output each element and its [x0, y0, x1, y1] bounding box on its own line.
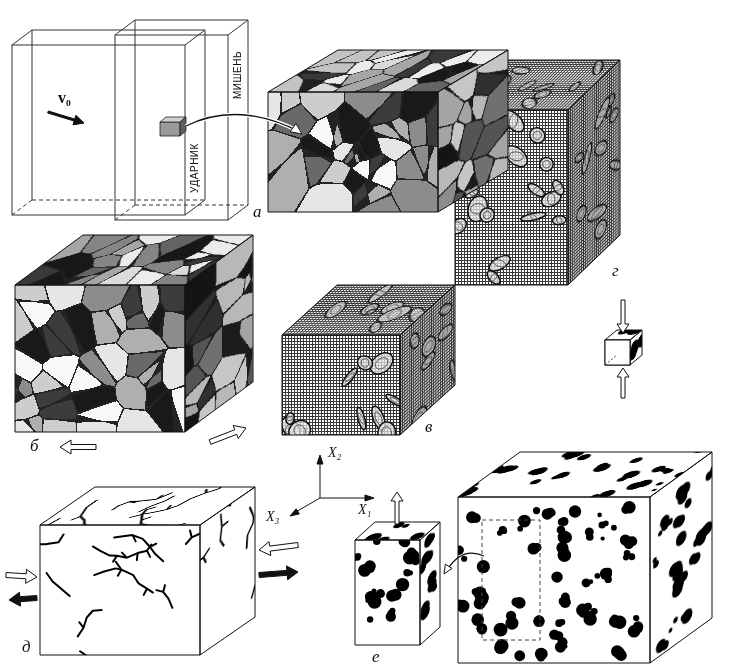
arrow-head: [365, 495, 374, 501]
cube-edge: [400, 285, 455, 435]
icon-face: [605, 340, 630, 365]
axis-label: X₂: [328, 446, 341, 460]
plate-edge: [228, 20, 248, 35]
plate-edge: [32, 30, 205, 200]
plate-edge: [12, 45, 185, 215]
plate-edge: [12, 30, 32, 45]
load-arrow: [391, 492, 403, 524]
plate-edge: [185, 30, 205, 45]
texture-face: [268, 92, 438, 212]
hidden-edge: [12, 200, 32, 215]
cube-edge: [268, 50, 508, 92]
plate-edge: [228, 205, 248, 220]
panel-letter: в: [425, 418, 432, 435]
hidden-edge: [605, 355, 617, 365]
cube-edge: [605, 340, 630, 365]
sample-block: [180, 117, 186, 136]
axis-line: [320, 498, 370, 499]
load-arrow: [60, 440, 96, 454]
hidden-edge: [115, 205, 135, 220]
zoom-curve: [186, 115, 300, 132]
panel-letter: е: [372, 648, 380, 665]
panel-letter: б: [30, 437, 39, 454]
panel-letter: д: [22, 638, 31, 655]
axis-label: X₁: [358, 503, 371, 517]
cube-edge: [268, 92, 438, 212]
load-arrow: [259, 542, 298, 556]
panel-letter: г: [612, 262, 619, 279]
plate-edge: [185, 200, 205, 215]
cube-edge: [458, 452, 712, 497]
texture-face: [15, 285, 185, 432]
zoom-curve: [447, 553, 484, 570]
arrow-head: [317, 455, 323, 464]
hidden-edge: [135, 205, 248, 206]
cube-edge: [200, 487, 255, 655]
sample-block: [160, 122, 180, 136]
panel-letter: а: [253, 203, 262, 220]
velocity-label: v₀: [58, 90, 71, 106]
load-arrow: [6, 569, 37, 583]
load-arrow: [259, 566, 298, 580]
cube-edge: [420, 522, 440, 645]
plate-label: УДАРНИК: [190, 143, 200, 193]
cube-edge: [40, 525, 200, 655]
cube-edge: [355, 540, 420, 645]
cube-edge: [282, 335, 400, 435]
arrow-head: [444, 564, 452, 574]
cube-edge: [568, 60, 620, 285]
texture-face: [40, 525, 200, 655]
cut-outline: [482, 520, 540, 640]
cube-edge: [282, 285, 455, 335]
plate-edge: [115, 20, 135, 35]
texture-face: [282, 335, 400, 435]
plate-edge: [115, 35, 228, 220]
plate-edge: [135, 20, 248, 205]
load-arrow: [617, 368, 629, 398]
cube-edge: [650, 452, 712, 663]
load-arrow: [617, 300, 629, 333]
texture-face: [420, 522, 440, 645]
cube-edge: [355, 522, 440, 540]
cube-edge: [40, 487, 255, 525]
velocity-arrow: [48, 111, 84, 125]
load-arrow: [209, 426, 246, 445]
cube-edge: [438, 50, 508, 212]
texture-face: [458, 497, 650, 663]
cube-edge: [185, 235, 253, 432]
arrow-head: [290, 124, 302, 135]
cube-edge: [458, 497, 650, 663]
load-arrow: [9, 592, 37, 606]
zoom-curve: [186, 115, 300, 132]
cube-edge: [630, 330, 642, 365]
plate-label: МИШЕНЬ: [233, 51, 243, 99]
axis-label: X₃: [266, 510, 279, 524]
cube-edge: [15, 235, 253, 285]
texture-face: [355, 540, 420, 645]
hidden-edge: [32, 200, 205, 201]
cube-edge: [15, 285, 185, 432]
arrow-head: [290, 509, 299, 516]
